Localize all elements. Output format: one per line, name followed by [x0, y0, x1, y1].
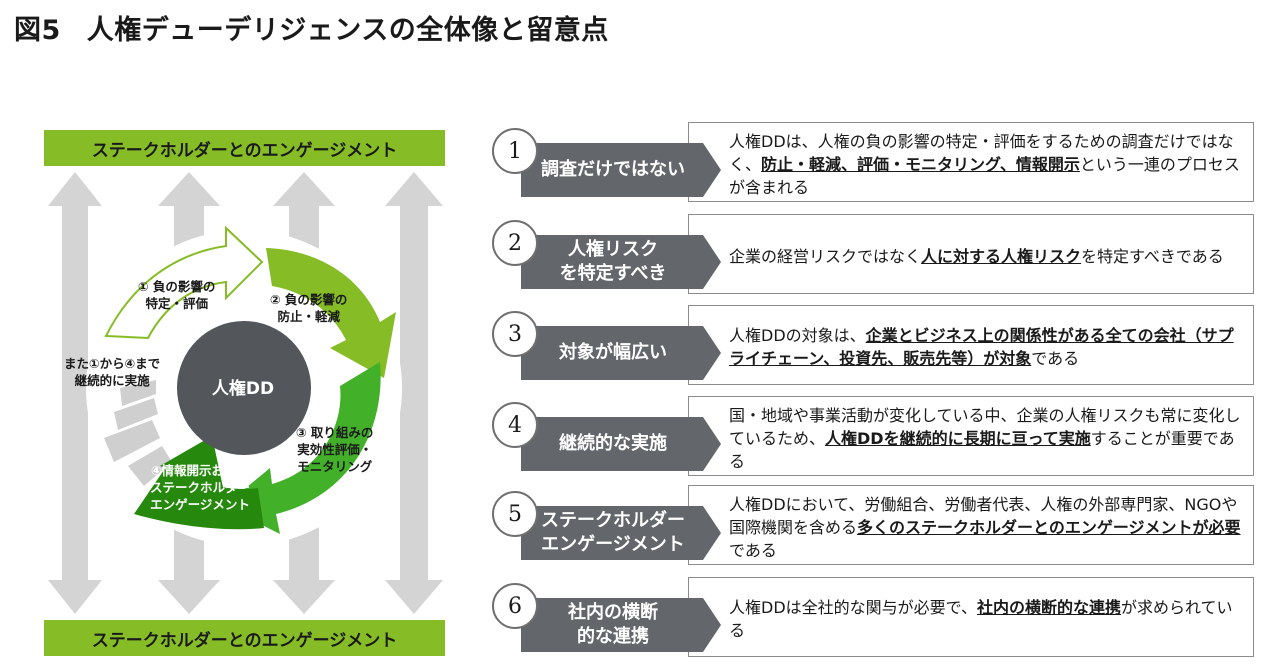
tag-line: ステークホルダー: [541, 510, 685, 531]
emphasis-text: 社内の横断的な連携: [977, 598, 1122, 617]
step4-arrow: [134, 464, 264, 530]
point-tag: 継続的な実施: [521, 417, 721, 471]
point-row-2: 企業の経営リスクではなく人に対する人権リスクを特定すべきである人権リスクを特定す…: [492, 214, 1254, 296]
point-number-badge: 5: [492, 491, 538, 537]
description-text: 人権DDにおいて、労働組合、労働者代表、人権の外部専門家、NGOや国際機関を含め…: [729, 494, 1238, 537]
description-text: である: [1031, 349, 1080, 368]
description-text: 企業の経営リスクではなく: [729, 246, 922, 266]
point-tag: 人権リスクを特定すべき: [521, 235, 721, 289]
engagement-banner-bottom: ステークホルダーとのエンゲージメント: [44, 620, 445, 656]
step3-arrow: [224, 362, 381, 534]
updown-arrow-1: [48, 172, 102, 614]
step4-arrowhead: [160, 436, 224, 492]
description-text: 人権DDの対象は、: [729, 326, 866, 345]
emphasis-text: 人権DDを継続的に長期に亘って実施: [825, 428, 1091, 448]
point-tag: 社内の横断的な連携: [521, 598, 721, 652]
title-text: 人権デューデリジェンスの全体像と留意点: [86, 15, 609, 46]
emphasis-text: 多くのステークホルダーとのエンゲージメントが必要: [857, 517, 1241, 537]
tag-line: エンゲージメント: [541, 534, 685, 555]
point-description: 人権DDの対象は、企業とビジネス上の関係性がある全ての会社（サプライチェーン、投…: [688, 305, 1254, 385]
point-number-badge: 1: [492, 128, 538, 174]
point-row-4: 国・地域や事業活動が変化している中、企業の人権リスクも常に変化しているため、人権…: [492, 396, 1254, 478]
center-label: 人権DD: [211, 379, 275, 399]
updown-arrow-4: [385, 172, 443, 614]
cycle-diagram: [48, 172, 443, 614]
description-text: 人権DDは全社的な関与が必要で、: [729, 598, 978, 617]
point-tag: ステークホルダーエンゲージメント: [521, 506, 721, 560]
description-text: という一連のプロセスが含まれる: [729, 154, 1240, 197]
tag-line: を特定すべき: [559, 263, 667, 284]
tag-line: 社内の横断: [568, 602, 658, 623]
description-text: することが重要である: [729, 428, 1235, 471]
description-text: 人権DDは、人権の負の影響の特定・評価をするための調査だけではなく、: [729, 131, 1234, 174]
engagement-banner-top: ステークホルダーとのエンゲージメント: [44, 130, 445, 166]
tag-line: 人権リスク: [568, 239, 658, 260]
step2-label: ② 負の影響の防止・軽減: [270, 292, 348, 324]
point-tag: 調査だけではない: [521, 143, 721, 197]
figure-number: 図5: [14, 15, 61, 46]
point-row-5: 人権DDにおいて、労働組合、労働者代表、人権の外部専門家、NGOや国際機関を含め…: [492, 485, 1254, 567]
step4-label: ④情報開示およびステークホルダーエンゲージメント: [150, 463, 251, 512]
point-number-badge: 6: [492, 583, 538, 629]
point-number-badge: 2: [492, 220, 538, 266]
step1-arrow: [104, 225, 264, 340]
point-row-6: 人権DDは全社的な関与が必要で、社内の横断的な連携が求められている社内の横断的な…: [492, 577, 1254, 659]
point-description: 国・地域や事業活動が変化している中、企業の人権リスクも常に変化しているため、人権…: [688, 396, 1254, 476]
emphasis-text: 人に対する人権リスク: [921, 246, 1082, 266]
continuous-label: また①から④まで継続的に実施: [64, 356, 161, 388]
page-title: 図5 人権デューデリジェンスの全体像と留意点: [14, 8, 609, 47]
tag-line: 継続的な実施: [559, 433, 667, 454]
point-row-1: 人権DDは、人権の負の影響の特定・評価をするための調査だけではなく、防止・軽減、…: [492, 122, 1254, 204]
emphasis-text: 企業とビジネス上の関係性がある全ての会社（サプライチェーン、投資先、販売先等）が…: [729, 326, 1234, 368]
point-description: 企業の経営リスクではなく人に対する人権リスクを特定すべきである: [688, 214, 1254, 294]
step2-arrow: [266, 248, 396, 378]
point-number-badge: 3: [492, 311, 538, 357]
description-text: を特定すべきである: [1081, 246, 1224, 266]
point-description: 人権DDは全社的な関与が必要で、社内の横断的な連携が求められている: [688, 577, 1254, 657]
continuous-stripes: [104, 380, 184, 506]
description-text: 国・地域や事業活動が変化している中、企業の人権リスクも常に変化しているため、: [729, 405, 1241, 448]
step3-label: ③ 取り組みの実効性評価・モニタリング: [296, 425, 374, 474]
tag-line: 調査だけではない: [541, 159, 685, 180]
tag-line: 対象が幅広い: [559, 342, 667, 363]
point-number-badge: 4: [492, 402, 538, 448]
description-text: が求められている: [729, 598, 1233, 640]
emphasis-text: 防止・軽減、評価・モニタリング、情報開示: [761, 154, 1080, 174]
description-text: である: [729, 540, 777, 560]
step1-label: ① 負の影響の特定・評価: [138, 279, 216, 311]
center-circle: [177, 321, 311, 455]
point-row-3: 人権DDの対象は、企業とビジネス上の関係性がある全ての会社（サプライチェーン、投…: [492, 305, 1254, 387]
tag-line: 的な連携: [577, 626, 649, 647]
point-tag: 対象が幅広い: [521, 326, 721, 380]
point-description: 人権DDは、人権の負の影響の特定・評価をするための調査だけではなく、防止・軽減、…: [688, 122, 1254, 202]
point-description: 人権DDにおいて、労働組合、労働者代表、人権の外部専門家、NGOや国際機関を含め…: [688, 485, 1254, 565]
